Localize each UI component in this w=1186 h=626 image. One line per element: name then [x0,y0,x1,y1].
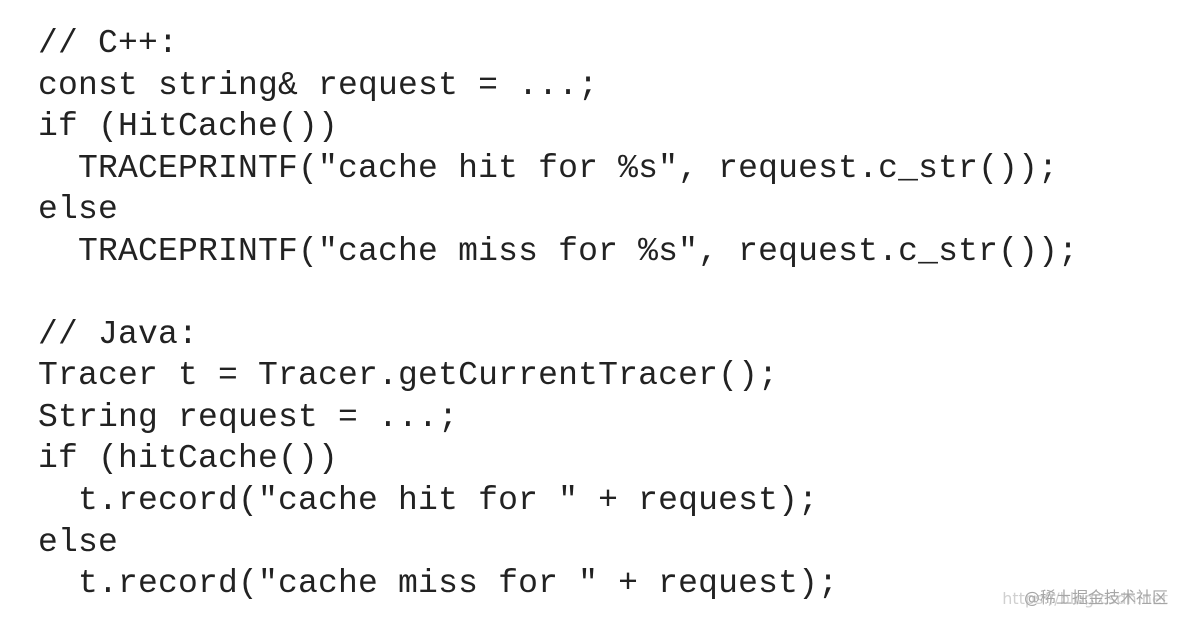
watermark-url: https://blog.csdn.net [1002,589,1168,608]
code-line-11: if (hitCache()) [38,440,339,478]
code-line-12: t.record("cache hit for " + request); [38,482,819,520]
code-line-5: else [38,191,119,229]
code-line-2: const string& request = ...; [38,66,599,104]
code-line-9: Tracer t = Tracer.getCurrentTracer(); [38,357,779,395]
watermark-brand: @稀土掘金技术社区 [1023,588,1168,607]
code-block: // C++: const string& request = ...; if … [38,23,1168,605]
code-line-14: t.record("cache miss for " + request); [38,565,839,603]
code-line-4: TRACEPRINTF("cache hit for %s", request.… [38,149,1059,187]
code-line-8: // Java: [38,315,199,353]
code-line-3: if (HitCache()) [38,108,339,146]
code-line-1: // C++: [38,25,179,62]
code-line-10: String request = ...; [38,398,459,436]
code-line-13: else [38,523,119,561]
code-line-7 [38,272,1168,314]
code-line-6: TRACEPRINTF("cache miss for %s", request… [38,232,1079,270]
